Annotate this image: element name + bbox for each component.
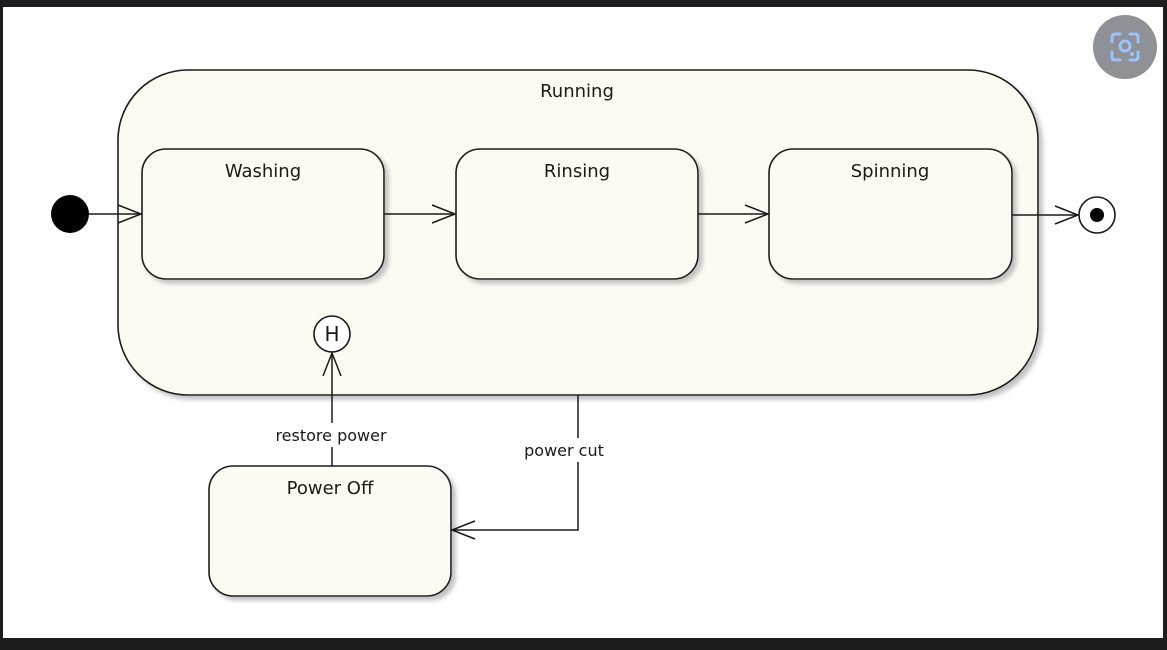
- label-backing: [264, 423, 398, 447]
- final-state-node[interactable]: [1078, 196, 1116, 234]
- state-spinning[interactable]: Spinning: [768, 148, 1013, 280]
- composite-state-label: Running: [540, 81, 614, 102]
- transition-spinning-to-final[interactable]: [1012, 205, 1081, 225]
- state-rinsing[interactable]: Rinsing: [455, 148, 699, 280]
- transition-restore-power-label: restore power: [275, 426, 387, 445]
- state-power-off[interactable]: Power Off: [208, 465, 452, 597]
- history-state-node[interactable]: H: [313, 315, 351, 353]
- state-washing[interactable]: Washing: [141, 148, 385, 280]
- transition-power-cut[interactable]: [449, 395, 579, 540]
- transition-initial-to-washing[interactable]: [89, 204, 144, 224]
- state-power-off-label: Power Off: [287, 478, 374, 499]
- state-spinning-label: Spinning: [851, 161, 930, 182]
- state-washing-label: Washing: [225, 161, 301, 182]
- transition-restore-power[interactable]: [322, 350, 342, 466]
- history-state-label: H: [324, 322, 339, 346]
- transition-power-cut-label: power cut: [524, 441, 604, 460]
- initial-state-node[interactable]: [51, 195, 89, 233]
- transition-washing-to-rinsing[interactable]: [384, 204, 458, 224]
- transition-rinsing-to-spinning[interactable]: [698, 204, 771, 224]
- label-backing: [514, 438, 614, 462]
- state-rinsing-label: Rinsing: [544, 161, 610, 182]
- lens-scan-icon: [1110, 32, 1140, 62]
- lens-scan-button[interactable]: [1093, 15, 1157, 79]
